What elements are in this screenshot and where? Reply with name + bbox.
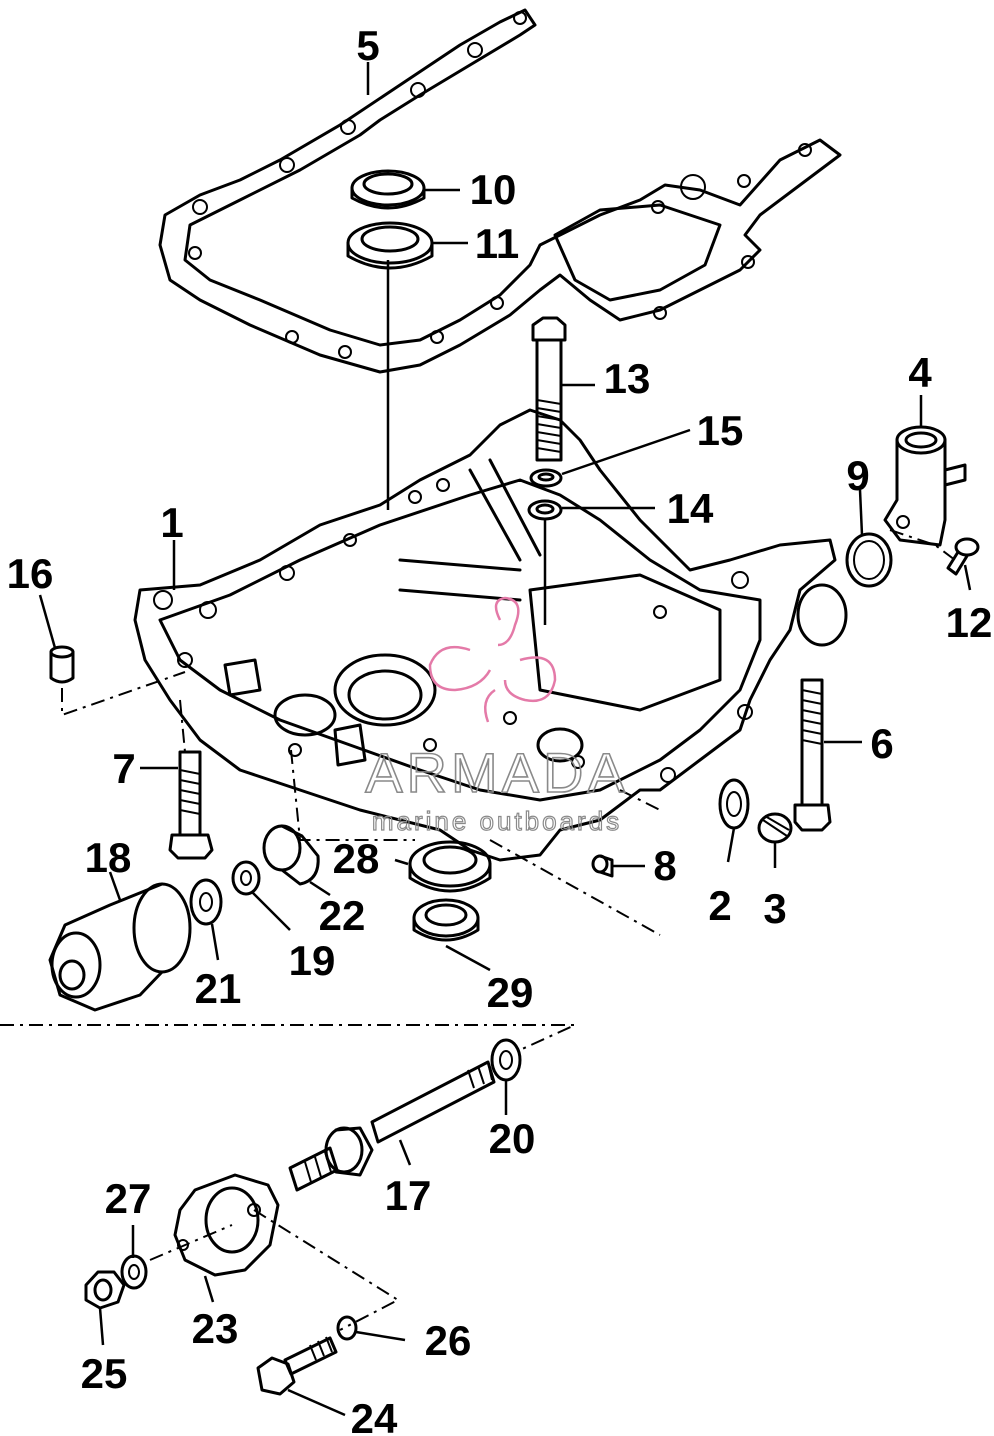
callout-14: 14 — [667, 485, 714, 532]
bolt-part-6 — [793, 678, 832, 832]
leader-lines — [38, 62, 972, 1417]
plug-part-3 — [757, 812, 793, 844]
watermark: ARMADA marine outboards — [364, 596, 629, 837]
oil-pan-part-1 — [133, 408, 848, 862]
callout-4: 4 — [908, 349, 932, 396]
collar-part-22 — [262, 824, 320, 886]
nut-part-25 — [84, 1270, 126, 1310]
bearing-part-29 — [412, 898, 480, 942]
washer-part-14 — [527, 499, 563, 521]
oil-seal-part-10 — [350, 169, 426, 210]
watermark-logo-icon — [428, 596, 557, 723]
alignment-lines — [0, 529, 956, 1331]
watermark-tagline: marine outboards — [372, 806, 622, 836]
callout-18: 18 — [85, 834, 132, 881]
callout-16: 16 — [7, 550, 54, 597]
callout-2: 2 — [708, 882, 731, 929]
callout-6: 6 — [870, 720, 893, 767]
washer-part-26 — [336, 1315, 358, 1341]
fitting-part-4 — [883, 425, 967, 547]
gasket-part-5 — [158, 8, 842, 374]
housing-part-23 — [173, 1173, 280, 1277]
bolt-part-13 — [531, 316, 567, 462]
bearing-part-28 — [408, 840, 492, 893]
callout-1: 1 — [160, 499, 183, 546]
watermark-brand: ARMADA — [365, 741, 629, 804]
dowel-pin-part-16 — [49, 645, 75, 684]
callout-12: 12 — [946, 599, 993, 646]
washer-part-21 — [189, 878, 223, 926]
callout-28: 28 — [333, 835, 380, 882]
filter-part-18 — [48, 882, 192, 1012]
callout-27: 27 — [105, 1175, 152, 1222]
bolt-part-24 — [256, 1336, 338, 1396]
callout-7: 7 — [112, 745, 135, 792]
oil-seal-part-11 — [346, 221, 434, 270]
callout-11: 11 — [475, 220, 519, 267]
callout-8: 8 — [653, 842, 676, 889]
shaft-part-17 — [288, 1060, 496, 1192]
callout-5: 5 — [356, 22, 379, 69]
nut-part-19 — [231, 860, 261, 896]
washer-part-2 — [718, 778, 750, 830]
callout-labels: 5 10 11 13 4 15 9 14 1 16 12 6 7 18 28 8… — [7, 22, 993, 1436]
callout-23: 23 — [192, 1305, 239, 1352]
pin-part-8 — [591, 854, 614, 878]
o-ring-part-9 — [845, 532, 893, 588]
callout-21: 21 — [195, 965, 242, 1012]
washer-part-15 — [529, 468, 563, 488]
callout-10: 10 — [470, 166, 517, 213]
callout-22: 22 — [319, 892, 366, 939]
washer-part-27 — [120, 1254, 148, 1290]
callout-29: 29 — [487, 969, 534, 1016]
callout-17: 17 — [385, 1172, 432, 1219]
callout-13: 13 — [604, 355, 651, 402]
screw-part-12 — [946, 537, 980, 576]
callout-9: 9 — [846, 452, 869, 499]
callout-26: 26 — [425, 1317, 472, 1364]
callout-20: 20 — [489, 1115, 536, 1162]
callout-25: 25 — [81, 1350, 128, 1397]
callout-3: 3 — [763, 885, 786, 932]
callout-19: 19 — [289, 937, 336, 984]
callout-24: 24 — [351, 1395, 398, 1436]
bolt-part-7 — [168, 750, 214, 860]
washer-part-20 — [490, 1038, 522, 1082]
callout-15: 15 — [697, 407, 744, 454]
